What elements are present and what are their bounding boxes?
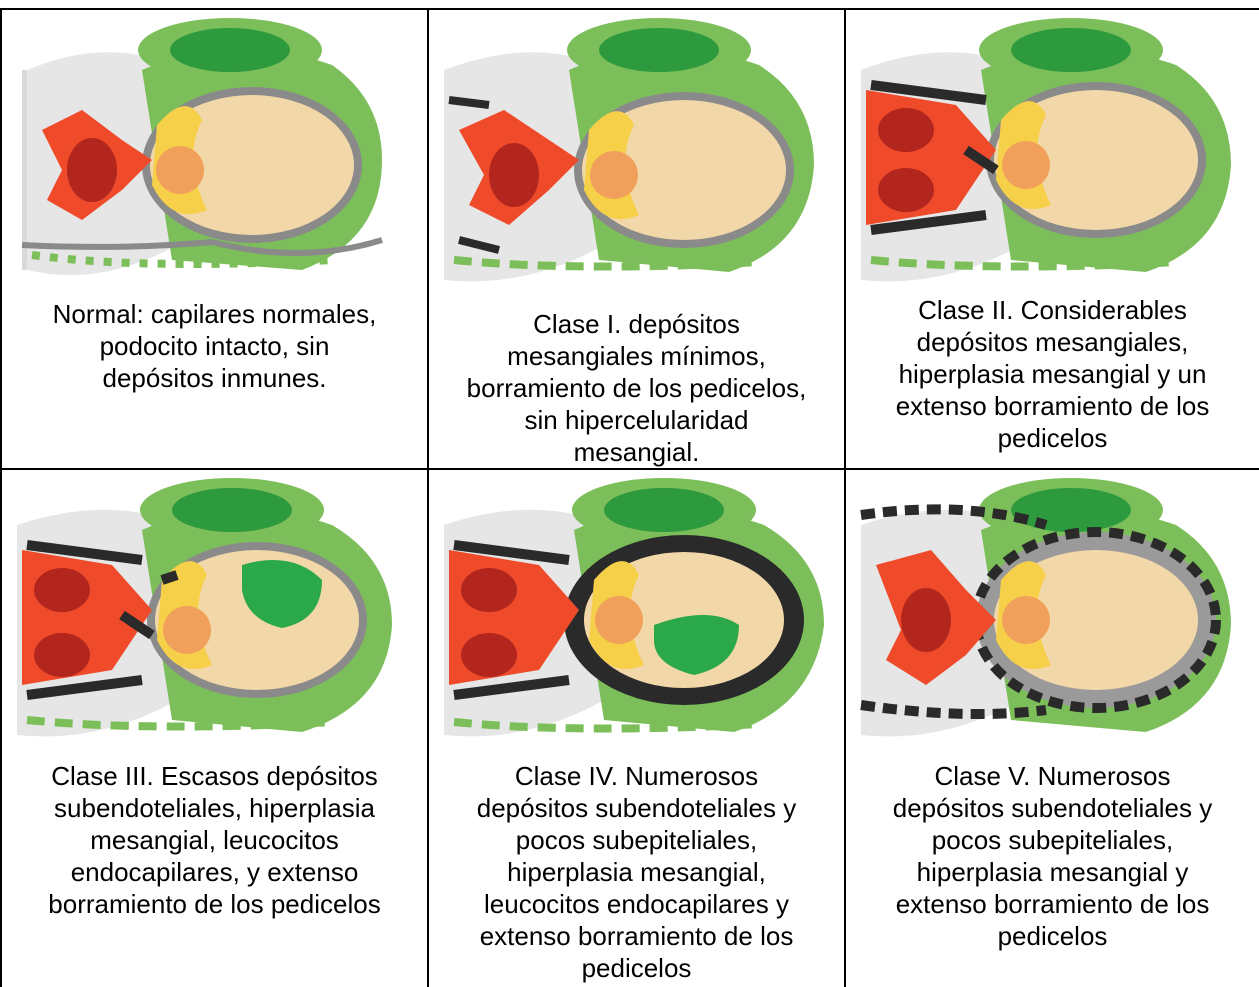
podocyte-nucleus-icon <box>604 488 724 532</box>
glomerular-capillary-diagram-clase-v <box>846 470 1259 760</box>
podocyte-nucleus-icon <box>1011 28 1131 72</box>
podocyte-nucleus-icon <box>599 28 719 72</box>
glomerular-capillary-diagram-clase-i <box>429 10 844 300</box>
panel-caption-clase-iv: Clase IV. Numerosos depósitos subendotel… <box>429 760 844 984</box>
panel-clase-v: Clase V. Numerosos depósitos subendoteli… <box>846 470 1259 987</box>
panel-caption-clase-ii: Clase II. Considerables depósitos mesang… <box>846 294 1259 454</box>
glomerular-capillary-diagram-clase-iv <box>429 470 844 760</box>
panel-caption-clase-i: Clase I. depósitos mesangiales mínimos, … <box>429 308 844 468</box>
panel-clase-iii: Clase III. Escasos depósitos subendoteli… <box>2 470 427 987</box>
panel-caption-normal: Normal: capilares normales, podocito int… <box>2 298 427 394</box>
podocyte-nucleus-icon <box>1011 488 1131 532</box>
glomerular-capillary-diagram-clase-iii <box>2 470 427 760</box>
panel-caption-clase-iii: Clase III. Escasos depósitos subendoteli… <box>2 760 427 920</box>
podocyte-nucleus-icon <box>172 488 292 532</box>
panel-normal: Normal: capilares normales, podocito int… <box>2 10 427 468</box>
podocyte-nucleus-icon <box>170 28 290 72</box>
panel-clase-ii: Clase II. Considerables depósitos mesang… <box>846 10 1259 468</box>
glomerular-capillary-diagram-clase-ii <box>846 10 1259 300</box>
panel-clase-i: Clase I. depósitos mesangiales mínimos, … <box>429 10 844 468</box>
glomerular-capillary-diagram-normal <box>2 10 427 300</box>
panel-caption-clase-v: Clase V. Numerosos depósitos subendoteli… <box>846 760 1259 952</box>
classification-table: Normal: capilares normales, podocito int… <box>0 8 1259 987</box>
panel-clase-iv: Clase IV. Numerosos depósitos subendotel… <box>429 470 844 987</box>
